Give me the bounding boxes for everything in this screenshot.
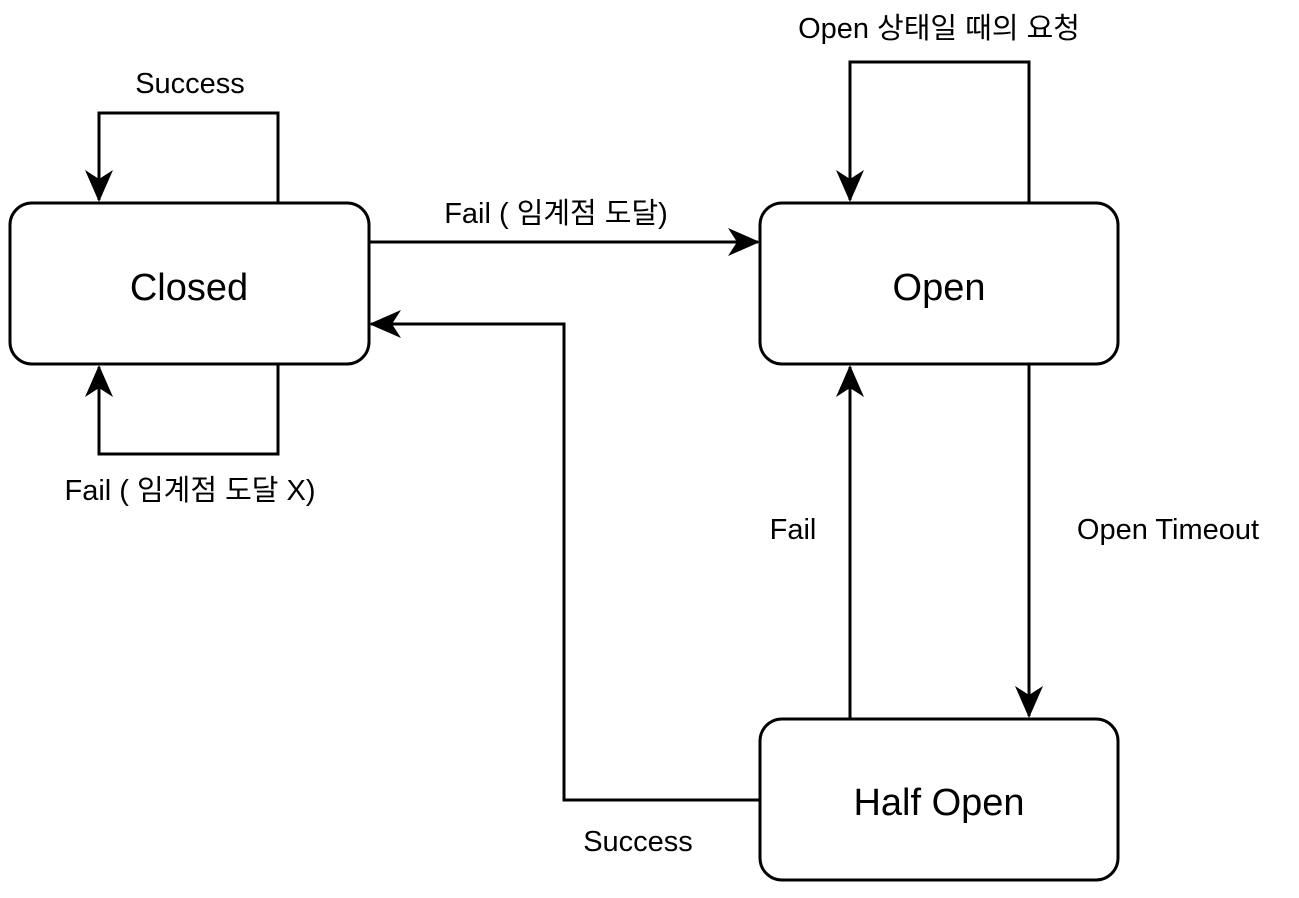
state-closed: Closed <box>8 201 371 366</box>
state-half-open: Half Open <box>758 717 1120 882</box>
label-half-open-to-closed: Success <box>583 826 693 858</box>
state-open-box <box>758 201 1120 366</box>
edge-closed-success-loop <box>85 111 280 202</box>
state-half-open-box <box>758 717 1120 882</box>
state-closed-box <box>8 201 371 366</box>
state-closed-label: Closed <box>130 267 248 309</box>
state-open: Open <box>758 201 1120 366</box>
label-half-open-to-open: Fail <box>770 514 817 546</box>
label-closed-success: Success <box>135 68 245 100</box>
label-open-to-half-open: Open Timeout <box>1077 514 1259 546</box>
state-half-open-label: Half Open <box>853 782 1024 824</box>
label-open-request: Open 상태일 때의 요청 <box>798 13 1080 45</box>
label-closed-fail-below-threshold: Fail ( 임계점 도달 X) <box>64 475 315 507</box>
edge-open-request-loop <box>836 60 1031 202</box>
edge-half-open-to-closed <box>369 310 760 802</box>
edge-closed-fail-loop <box>85 365 280 456</box>
state-open-label: Open <box>893 267 986 309</box>
label-closed-to-open: Fail ( 임계점 도달) <box>444 198 668 230</box>
